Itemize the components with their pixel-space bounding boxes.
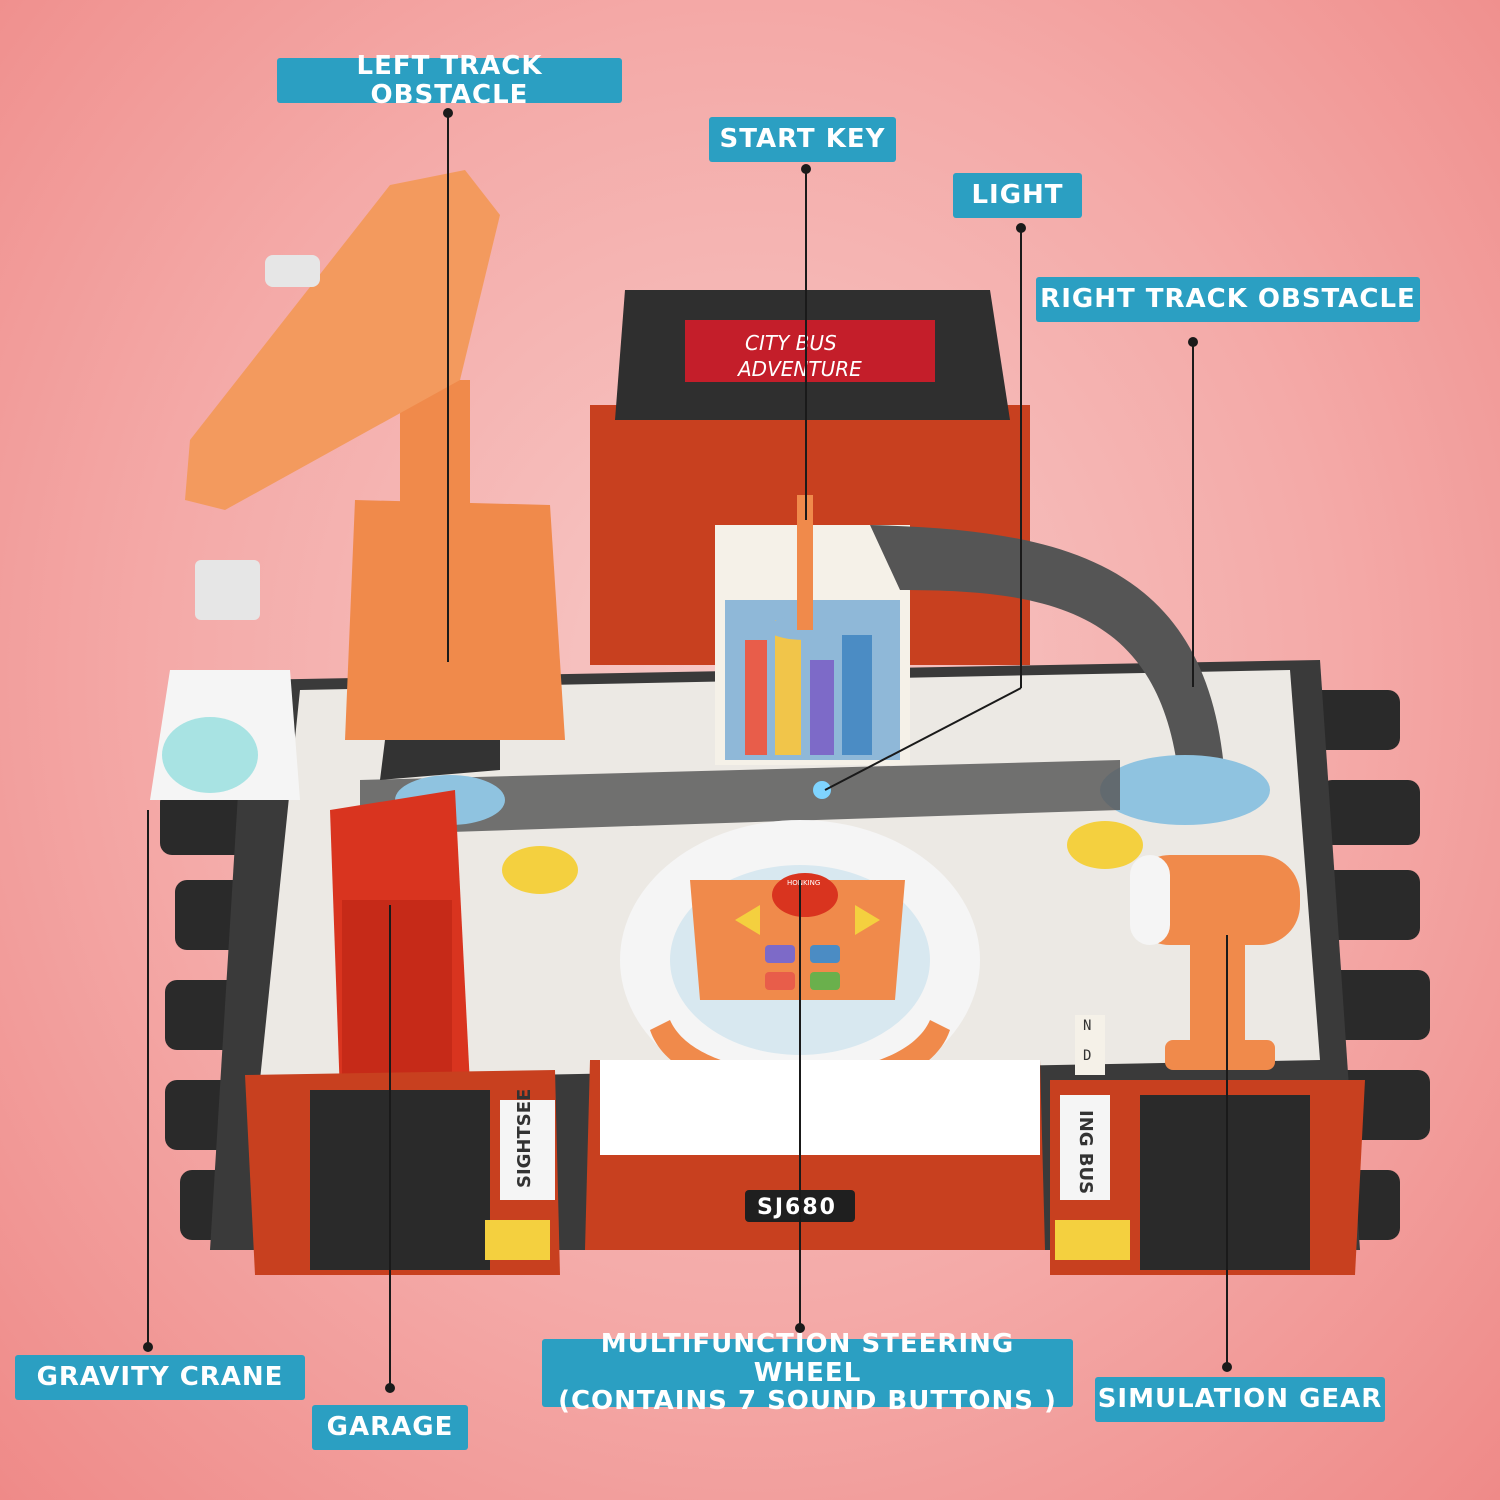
label-steering-wheel-line2: (CONTAINS 7 SOUND BUTTONS )	[558, 1386, 1057, 1417]
label-steering-wheel-line1: MULTIFUNCTION STEERING WHEEL	[600, 1329, 1015, 1388]
light-led	[813, 781, 831, 799]
label-start-key: START KEY	[709, 117, 896, 162]
sign-line1: CITY BUS	[745, 331, 837, 355]
label-left-track-obstacle: LEFT TRACK OBSTACLE	[277, 52, 622, 109]
leader-light	[1020, 228, 1022, 688]
gear-letter-n: N	[1083, 1018, 1091, 1034]
dot-simulation-gear	[1222, 1362, 1232, 1372]
side-text-left: SIGHTSEE	[514, 1089, 535, 1188]
bus-front: SIGHTSEE SJ680 ING BUS	[245, 1060, 1365, 1275]
start-key-shape	[797, 495, 813, 630]
right-ramp	[870, 525, 1225, 790]
dot-right-track	[1188, 337, 1198, 347]
dot-light	[1016, 223, 1026, 233]
leader-left-track	[447, 112, 449, 662]
leader-start-key	[805, 168, 807, 520]
city-bus-sign	[685, 320, 935, 382]
dot-garage	[385, 1383, 395, 1393]
label-steering-wheel: MULTIFUNCTION STEERING WHEEL (CONTAINS 7…	[542, 1330, 1073, 1415]
label-simulation-gear: SIMULATION GEAR	[1095, 1377, 1385, 1422]
horizontal-track	[360, 760, 1120, 835]
leader-right-track	[1192, 342, 1194, 687]
dot-steering-wheel	[795, 1323, 805, 1333]
gear-letter-d: D	[1083, 1048, 1091, 1064]
right-track-cup	[1100, 755, 1270, 825]
left-yellow-lever	[502, 846, 578, 894]
label-garage: GARAGE	[312, 1405, 468, 1450]
dot-gravity-crane	[143, 1342, 153, 1352]
plate-text: SJ680	[757, 1195, 837, 1220]
crane	[150, 170, 565, 800]
right-yellow-lever	[1067, 821, 1143, 869]
dot-left-track	[443, 108, 453, 118]
label-right-track-obstacle: RIGHT TRACK OBSTACLE	[1036, 277, 1420, 322]
sign-line2: ADVENTURE	[736, 357, 862, 381]
side-text-right: ING BUS	[1075, 1110, 1096, 1194]
dot-start-key	[801, 164, 811, 174]
gear-shifter: N D	[1075, 855, 1300, 1075]
honk-label: HONKING	[787, 879, 820, 887]
label-gravity-crane: GRAVITY CRANE	[15, 1355, 305, 1400]
label-light: LIGHT	[953, 173, 1082, 218]
